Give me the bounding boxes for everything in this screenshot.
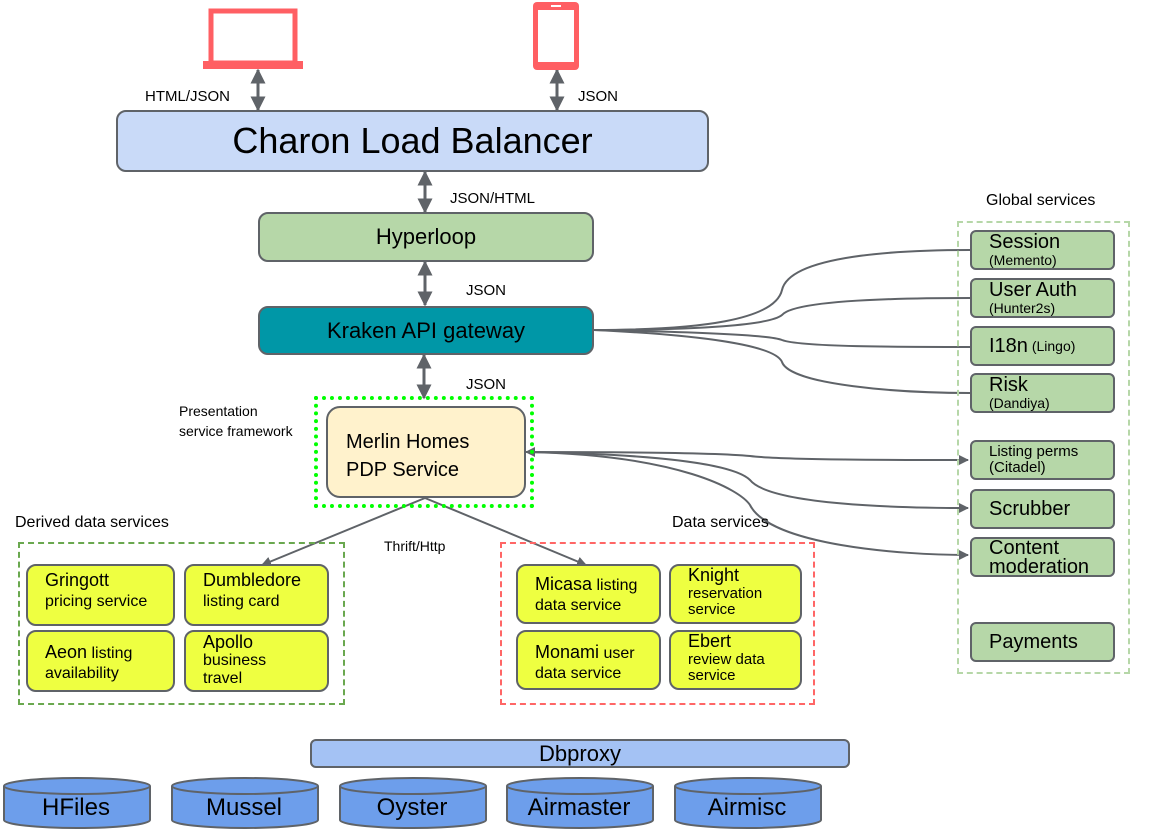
database-label: HFiles bbox=[41, 794, 110, 821]
database-airmisc[interactable]: Airmisc bbox=[673, 776, 822, 829]
global-services-title: Global services bbox=[986, 192, 1096, 209]
service-desc: reservation service bbox=[688, 584, 763, 619]
database-cylinder-icon bbox=[674, 777, 822, 829]
database-mussel[interactable]: Mussel bbox=[170, 776, 319, 829]
derived-services-group bbox=[18, 542, 345, 705]
merlin-scrubber-link bbox=[525, 451, 969, 513]
kraken-risk-link bbox=[593, 329, 971, 394]
service-name: Ebert bbox=[688, 631, 732, 651]
database-label: Airmaster bbox=[527, 794, 631, 821]
global-service-scrubber[interactable]: Scrubber bbox=[970, 489, 1115, 529]
framework-label-line2: service framework bbox=[179, 423, 293, 439]
data-service-micasa[interactable]: Micasa listing data service bbox=[516, 564, 661, 624]
database-label: Airmisc bbox=[707, 794, 787, 821]
global-services-group bbox=[957, 221, 1130, 674]
global-service-i18n[interactable]: I18n (Lingo) bbox=[970, 326, 1115, 366]
kraken-session-link bbox=[593, 249, 971, 331]
service-name: Content moderation bbox=[989, 537, 1090, 578]
service-desc: listing card bbox=[203, 592, 280, 610]
database-cylinder-icon bbox=[506, 777, 654, 829]
laptop-icon bbox=[203, 8, 303, 69]
database-hfiles[interactable]: HFiles bbox=[2, 776, 151, 829]
database-airmaster[interactable]: Airmaster bbox=[505, 776, 654, 829]
derived-services-title: Derived data services bbox=[15, 514, 169, 531]
data-service-ebert[interactable]: Ebert review data service bbox=[669, 630, 802, 690]
merlin-service-line1: Merlin Homes bbox=[346, 431, 470, 453]
global-service-session[interactable]: Session (Memento) bbox=[970, 230, 1115, 270]
service-name: Risk bbox=[989, 374, 1028, 396]
service-desc: business travel bbox=[203, 652, 267, 688]
global-service-user-auth[interactable]: User Auth (Hunter2s) bbox=[970, 278, 1115, 318]
dbproxy-label: Dbproxy bbox=[539, 740, 621, 766]
global-service-content-moderation[interactable]: Content moderation bbox=[970, 537, 1115, 577]
merlin-service-box[interactable]: Merlin Homes PDP Service bbox=[326, 406, 526, 498]
data-services-group bbox=[500, 542, 815, 705]
phone-icon bbox=[533, 2, 579, 70]
kraken-gateway-label: Kraken API gateway bbox=[326, 317, 526, 343]
service-text: Monami user data service bbox=[535, 642, 655, 683]
service-name: User Auth bbox=[989, 279, 1077, 301]
service-name: Payments bbox=[989, 630, 1078, 653]
service-desc: user data service bbox=[535, 645, 635, 682]
service-desc: (Memento) bbox=[989, 252, 1057, 268]
service-name: Micasa bbox=[535, 574, 593, 594]
framework-boundary bbox=[314, 396, 534, 508]
service-name: Knight bbox=[688, 565, 740, 585]
derived-service-gringott[interactable]: Gringott pricing service bbox=[26, 564, 175, 626]
service-name: Monami bbox=[535, 642, 600, 662]
database-cylinder-icon bbox=[171, 777, 319, 829]
service-desc: (Hunter2s) bbox=[989, 300, 1056, 316]
service-text: Micasa listing data service bbox=[535, 574, 655, 615]
derived-service-aeon[interactable]: Aeon listing availability bbox=[26, 630, 175, 692]
derived-service-apollo[interactable]: Apollo business travel bbox=[184, 630, 329, 692]
load-balancer-box[interactable]: Charon Load Balancer bbox=[116, 110, 709, 172]
hyperloop-label: Hyperloop bbox=[375, 224, 477, 249]
service-name: Session bbox=[989, 231, 1061, 253]
service-name: Gringott bbox=[45, 570, 110, 590]
global-service-listing-perms[interactable]: Listing perms (Citadel) bbox=[970, 440, 1115, 480]
merlin-service-line2: PDP Service bbox=[346, 459, 460, 481]
hyperloop-box[interactable]: Hyperloop bbox=[258, 212, 594, 262]
data-service-knight[interactable]: Knight reservation service bbox=[669, 564, 802, 624]
service-desc: pricing service bbox=[45, 592, 148, 610]
kraken-protocol-label: JSON bbox=[466, 376, 507, 393]
merlin-contentmod-link bbox=[525, 451, 969, 560]
service-desc: (Citadel) bbox=[989, 458, 1046, 476]
service-name: Dumbledore bbox=[203, 570, 302, 590]
database-oyster[interactable]: Oyster bbox=[338, 776, 487, 829]
lb-protocol-label: JSON/HTML bbox=[450, 190, 536, 207]
kraken-gateway-box[interactable]: Kraken API gateway bbox=[258, 306, 594, 355]
database-label: Mussel bbox=[205, 794, 283, 821]
derived-service-dumbledore[interactable]: Dumbledore listing card bbox=[184, 564, 329, 626]
database-cylinder-icon bbox=[339, 777, 487, 829]
service-desc: (Dandiya) bbox=[989, 395, 1050, 411]
database-cylinder-icon bbox=[3, 777, 151, 829]
service-name: Scrubber bbox=[989, 497, 1071, 520]
service-name: Aeon bbox=[45, 642, 88, 662]
framework-label-line1: Presentation bbox=[179, 403, 258, 419]
database-label: Oyster bbox=[376, 794, 448, 821]
service-name: Listing perms bbox=[989, 443, 1079, 460]
service-desc: listing availability bbox=[45, 645, 133, 682]
kraken-userauth-link bbox=[593, 297, 971, 331]
service-name: I18n bbox=[989, 334, 1028, 357]
service-desc: listing data service bbox=[535, 577, 638, 614]
data-services-title: Data services bbox=[672, 514, 769, 531]
data-service-monami[interactable]: Monami user data service bbox=[516, 630, 661, 690]
load-balancer-label: Charon Load Balancer bbox=[232, 120, 593, 161]
service-text: Aeon listing availability bbox=[45, 642, 155, 683]
service-desc: (Lingo) bbox=[1027, 337, 1076, 354]
global-service-risk[interactable]: Risk (Dandiya) bbox=[970, 373, 1115, 413]
merlin-listingperms-link bbox=[525, 447, 969, 465]
kraken-i18n-link bbox=[593, 329, 971, 348]
thrift-protocol-label: Thrift/Http bbox=[384, 538, 446, 554]
global-service-payments[interactable]: Payments bbox=[970, 622, 1115, 662]
phone-protocol-label: JSON bbox=[578, 88, 619, 105]
hyperloop-protocol-label: JSON bbox=[466, 282, 507, 299]
laptop-protocol-label: HTML/JSON bbox=[145, 88, 231, 105]
service-desc: review data service bbox=[688, 650, 765, 685]
dbproxy-box[interactable]: Dbproxy bbox=[310, 739, 850, 768]
service-name: Apollo bbox=[203, 632, 254, 652]
